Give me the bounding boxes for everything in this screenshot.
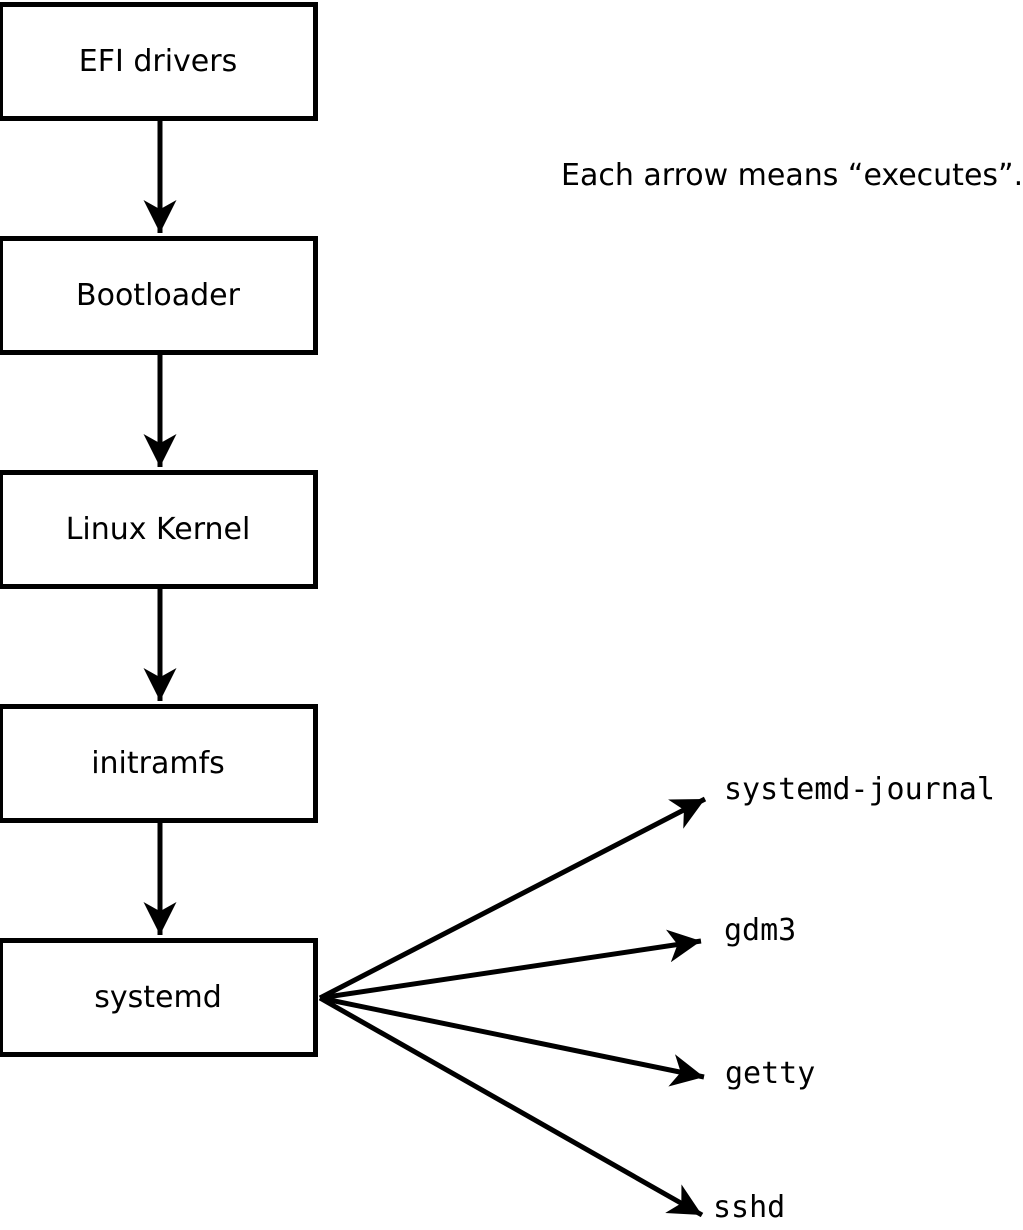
node-label: systemd: [94, 979, 222, 1015]
node-label: Linux Kernel: [65, 511, 251, 547]
process-label-getty: getty: [725, 1056, 816, 1091]
arrow-legend-note: Each arrow means “executes”.: [561, 158, 1023, 193]
node-label: EFI drivers: [78, 43, 238, 79]
arrow-systemd-to-getty: [319, 995, 705, 1087]
arrow-systemd-to-systemd-journal: [318, 796, 707, 1001]
node-linux-kernel: Linux Kernel: [0, 470, 318, 589]
arrow-systemd-to-sshd: [318, 995, 704, 1218]
node-bootloader: Bootloader: [0, 236, 318, 355]
process-label-sshd: sshd: [713, 1190, 786, 1225]
arrow-systemd-to-gdm3: [319, 929, 702, 1001]
node-initramfs: initramfs: [0, 704, 318, 823]
node-label: Bootloader: [76, 277, 240, 313]
node-efi-drivers: EFI drivers: [0, 2, 318, 121]
node-label: initramfs: [91, 745, 225, 781]
process-label-systemd-journal: systemd-journal: [724, 772, 995, 807]
process-label-gdm3: gdm3: [724, 913, 797, 948]
node-systemd: systemd: [0, 938, 318, 1057]
